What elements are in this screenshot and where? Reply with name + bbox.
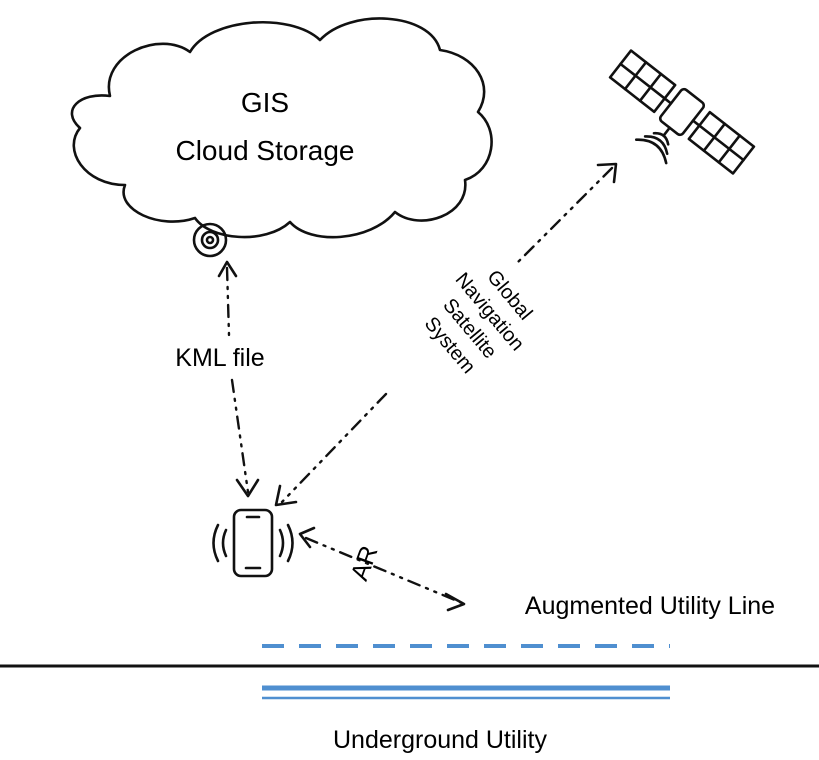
ar-link-arrow (298, 526, 466, 612)
ar-label: AR (345, 542, 383, 584)
cloud-title-line2: Cloud Storage (175, 135, 354, 166)
cloud-title-line1: GIS (241, 87, 289, 118)
cloud-icon (70, 17, 493, 239)
gnss-link-arrow (274, 162, 618, 507)
smartphone-icon (212, 508, 294, 578)
kml-label: KML file (175, 344, 264, 372)
underground-utility-line (262, 685, 670, 700)
augmented-utility-label: Augmented Utility Line (525, 592, 775, 620)
underground-utility-label: Underground Utility (333, 726, 547, 754)
satellite-icon (608, 49, 756, 175)
database-icon (192, 222, 228, 258)
gnss-label: Global Navigation Satellite System (420, 266, 537, 378)
kml-link-arrow (217, 260, 260, 498)
